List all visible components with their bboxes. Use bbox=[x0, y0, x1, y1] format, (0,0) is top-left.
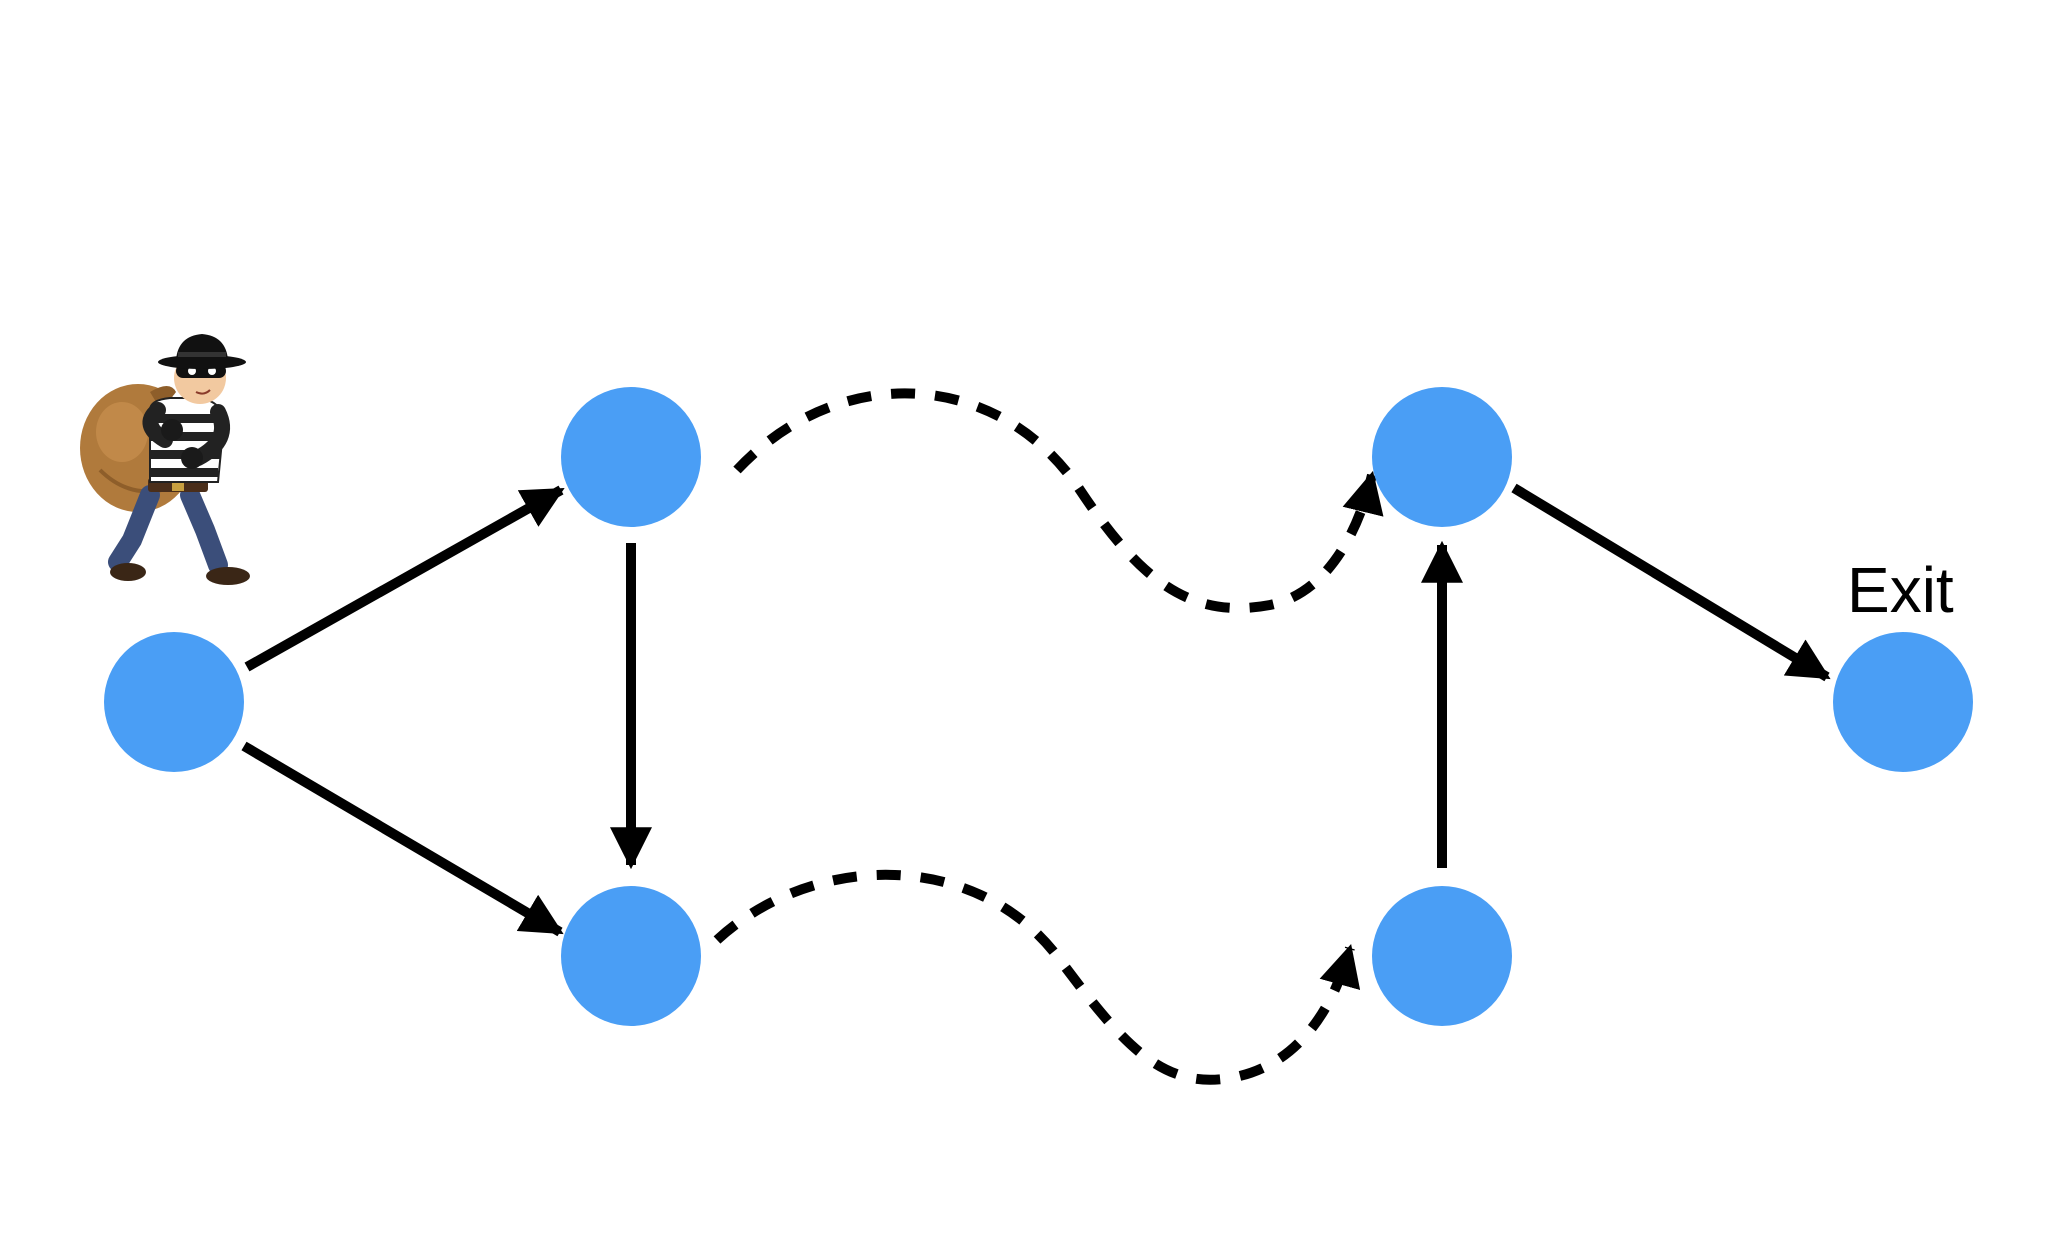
node-top-left bbox=[561, 387, 701, 527]
nodes bbox=[104, 387, 1973, 1026]
robber-icon bbox=[80, 334, 250, 585]
solid-edges bbox=[241, 483, 1831, 937]
node-start bbox=[104, 632, 244, 772]
node-top-right bbox=[1372, 387, 1512, 527]
edge-dashed-top bbox=[733, 388, 1384, 614]
edge-dashed-bottom bbox=[713, 869, 1361, 1085]
node-exit bbox=[1833, 632, 1973, 772]
dashed-edges bbox=[713, 388, 1384, 1085]
node-bottom-right bbox=[1372, 886, 1512, 1026]
edge-start-to-top-left bbox=[244, 485, 565, 672]
exit-label: Exit bbox=[1847, 554, 1954, 626]
edge-start-to-bottom-left bbox=[241, 741, 564, 937]
node-bottom-left bbox=[561, 886, 701, 1026]
edge-top-right-to-exit bbox=[1511, 483, 1831, 682]
